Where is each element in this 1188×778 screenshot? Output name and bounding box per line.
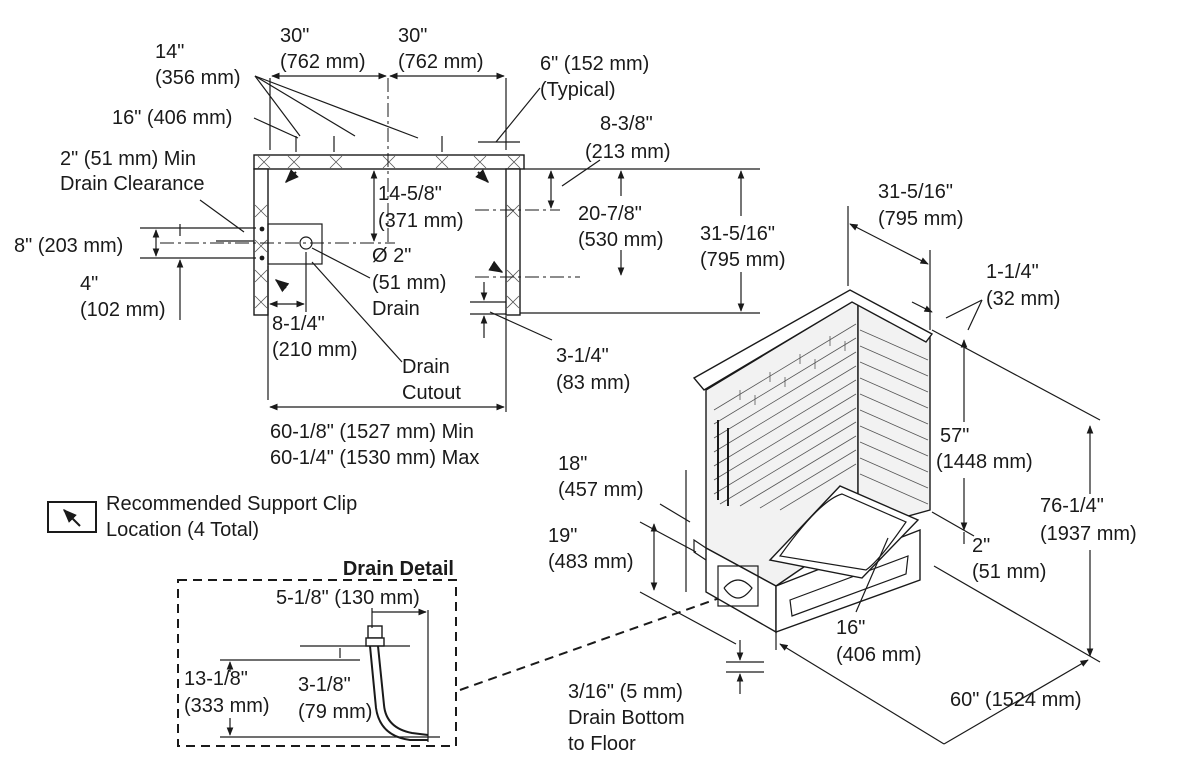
drain-clearance-desc-label: Drain Clearance <box>60 173 205 195</box>
dim-2-label: 2" <box>972 535 990 557</box>
dim-8-3-8-mm-label: (213 mm) <box>585 141 671 163</box>
dim-14-mm-label: (356 mm) <box>155 67 241 89</box>
dim-60-max-label: 60-1/4" (1530 mm) Max <box>270 447 479 469</box>
isometric-unit: 31-5/16" (795 mm) 1-1/4" (32 mm) 57" (14… <box>548 181 1137 755</box>
drain-cutout-label: Drain <box>402 356 450 378</box>
dim-2-mm-label: (51 mm) <box>972 561 1046 583</box>
dim-18-mm-label: (457 mm) <box>558 479 644 501</box>
dim-16-plan-label: 16" (406 mm) <box>112 107 232 129</box>
dim-60-min-label: 60-1/8" (1527 mm) Min <box>270 421 474 443</box>
drain-cutout-desc-label: Cutout <box>402 382 461 404</box>
dim-76-1-4-label: 76-1/4" <box>1040 495 1104 517</box>
drain-clearance-label: 2" (51 mm) Min <box>60 148 196 170</box>
dim-31-5-16-plan-mm-label: (795 mm) <box>700 249 786 271</box>
drain-bottom-label: Drain Bottom <box>568 707 685 729</box>
dim-1-1-4-label: 1-1/4" <box>986 261 1039 283</box>
left-wall-framing <box>253 168 269 316</box>
dim-18-label: 18" <box>558 453 587 475</box>
support-clip-arrow-icon <box>488 260 504 273</box>
dim-57-mm-label: (1448 mm) <box>936 451 1033 473</box>
dim-4-label: 4" <box>80 273 98 295</box>
dim-3-1-4-mm-label: (83 mm) <box>556 372 630 394</box>
dim-31-5-16-iso-mm-label: (795 mm) <box>878 208 964 230</box>
dim-31-5-16-plan-label: 31-5/16" <box>700 223 775 245</box>
dim-20-7-8-mm-label: (530 mm) <box>578 229 664 251</box>
dim-20-7-8-label: 20-7/8" <box>578 203 642 225</box>
detail-leader-line <box>459 589 743 691</box>
dim-6-typical-label: (Typical) <box>540 79 616 101</box>
dim-76-1-4-mm-label: (1937 mm) <box>1040 523 1137 545</box>
dim-14-label: 14" <box>155 41 184 63</box>
drain-detail-title: Drain Detail <box>343 558 454 580</box>
dim-30a-mm-label: (762 mm) <box>280 51 366 73</box>
support-clip-legend: Recommended Support Clip Location (4 Tot… <box>47 493 357 541</box>
drain-bottom-floor-label: to Floor <box>568 733 636 755</box>
dim-5-1-8-label: 5-1/8" (130 mm) <box>276 587 420 609</box>
dim-13-1-8-label: 13-1/8" <box>184 668 248 690</box>
dim-3-1-8-label: 3-1/8" <box>298 674 351 696</box>
support-clip-arrow-icon <box>63 509 81 527</box>
drain-diameter-label: Ø 2" <box>372 245 411 267</box>
drain-detail: Drain Detail 5-1/8" (130 mm) 13-1/8" (33… <box>177 558 457 747</box>
drain-bottom-dim-label: 3/16" (5 mm) <box>568 681 683 703</box>
dim-31-5-16-iso-label: 31-5/16" <box>878 181 953 203</box>
dim-14-5-8-mm-label: (371 mm) <box>378 210 464 232</box>
dim-8-label: 8" (203 mm) <box>14 235 123 257</box>
plan-view: 30" (762 mm) 30" (762 mm) 14" (356 mm) 1… <box>14 25 786 469</box>
dim-13-1-8-mm-label: (333 mm) <box>184 695 270 717</box>
dim-1-1-4-mm-label: (32 mm) <box>986 288 1060 310</box>
support-clip-arrow-icon <box>475 169 489 183</box>
dim-30b-label: 30" <box>398 25 427 47</box>
dim-19-label: 19" <box>548 525 577 547</box>
right-wall-framing <box>505 168 521 316</box>
drain-detail-frame <box>177 579 457 747</box>
dim-30a-label: 30" <box>280 25 309 47</box>
drain-cutout-box <box>267 223 323 265</box>
dim-6-label: 6" (152 mm) <box>540 53 649 75</box>
dim-16-iso-label: 16" <box>836 617 865 639</box>
dim-16-iso-mm-label: (406 mm) <box>836 644 922 666</box>
dim-19-mm-label: (483 mm) <box>548 551 634 573</box>
dim-57-label: 57" <box>940 425 969 447</box>
drain-label: Drain <box>372 298 420 320</box>
support-clip-arrow-icon <box>285 169 299 183</box>
dim-60-iso-label: 60" (1524 mm) <box>950 689 1082 711</box>
legend-line-1: Recommended Support Clip <box>106 493 357 515</box>
support-clip-arrow-icon <box>274 279 290 293</box>
drain-diameter-mm-label: (51 mm) <box>372 272 446 294</box>
dim-30b-mm-label: (762 mm) <box>398 51 484 73</box>
dim-14-5-8-label: 14-5/8" <box>378 183 442 205</box>
dim-8-1-4-mm-label: (210 mm) <box>272 339 358 361</box>
dim-8-1-4-label: 8-1/4" <box>272 313 325 335</box>
dim-4-mm-label: (102 mm) <box>80 299 166 321</box>
dim-3-1-4-label: 3-1/4" <box>556 345 609 367</box>
dim-8-3-8-label: 8-3/8" <box>600 113 653 135</box>
legend-line-2: Location (4 Total) <box>106 519 259 541</box>
dim-3-1-8-mm-label: (79 mm) <box>298 701 372 723</box>
